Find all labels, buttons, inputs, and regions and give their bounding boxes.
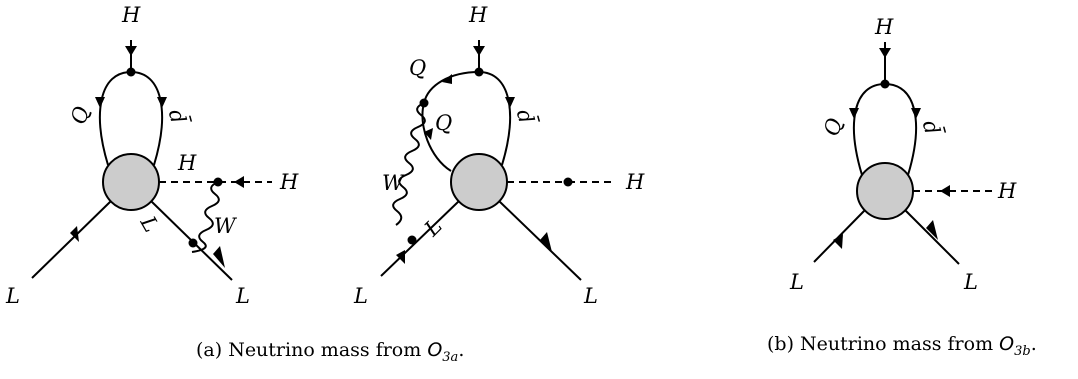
arrow-icon <box>940 185 950 197</box>
lepton-left-line <box>31 200 112 279</box>
arrow-icon <box>911 108 921 119</box>
label-q: Q <box>819 116 847 139</box>
label-dbar: d̄ <box>164 106 193 128</box>
dbar-loop-right <box>478 71 512 166</box>
vertex-dot <box>880 79 890 89</box>
label-h-external: H <box>279 170 299 194</box>
label-h-top: H <box>468 3 488 27</box>
vertex-dot <box>563 177 573 187</box>
lepton-left-line <box>380 200 460 277</box>
label-l-internal: L <box>135 211 163 236</box>
label-l-left: L <box>353 284 368 308</box>
q-inner-arc <box>421 102 452 172</box>
arrow-icon <box>95 97 105 108</box>
caption-b-prefix: (b) Neutrino mass from <box>767 333 999 355</box>
vertex-dot <box>126 67 136 77</box>
label-q: Q <box>66 104 94 127</box>
caption-b-operator: O <box>999 333 1014 355</box>
label-h-right: H <box>625 170 645 194</box>
label-l-right: L <box>235 284 250 308</box>
caption-b-subscript: 3b <box>1014 344 1031 359</box>
arrow-icon <box>70 226 79 242</box>
vertex-dot <box>474 67 484 77</box>
arrow-icon <box>157 97 167 108</box>
arrow-icon <box>234 176 244 188</box>
diagram-a1: H Q d̄ H H L W L L <box>5 3 299 308</box>
vertex-dot <box>419 98 429 108</box>
lepton-right-line <box>904 209 960 265</box>
arrow-icon <box>213 246 225 268</box>
label-l-left: L <box>5 284 20 308</box>
dbar-loop-right <box>884 83 918 176</box>
label-w: W <box>382 171 406 195</box>
label-w: W <box>214 214 238 238</box>
arrow-icon <box>442 74 452 84</box>
lepton-left-line <box>813 209 866 263</box>
diagram-b: H Q d̄ H L L <box>789 15 1017 294</box>
label-h-top: H <box>121 3 141 27</box>
w-boson-wavy-line <box>191 181 220 253</box>
arrow-icon <box>396 250 405 264</box>
arrow-icon <box>879 48 891 58</box>
arrow-icon <box>849 108 859 119</box>
arrow-icon <box>424 128 433 140</box>
label-h-top: H <box>874 15 894 39</box>
caption-b-suffix: . <box>1031 333 1037 355</box>
diagram-a2: H Q Q d̄ W L H L L <box>353 3 645 308</box>
caption-a: (a) Neutrino mass from O3a. <box>196 339 464 365</box>
arrow-icon <box>926 220 938 240</box>
caption-a-operator: O <box>427 339 442 361</box>
arrow-icon <box>833 234 843 249</box>
label-l-left: L <box>789 270 804 294</box>
w-boson-wavy-line <box>392 102 426 226</box>
dbar-loop-right <box>130 71 164 166</box>
arrow-icon <box>125 46 137 56</box>
q-loop-left <box>852 83 886 176</box>
arrow-icon <box>540 232 552 252</box>
label-q-inner: Q <box>435 111 452 135</box>
q-outer-arc <box>423 71 480 104</box>
caption-a-suffix: . <box>458 339 464 361</box>
caption-a-prefix: (a) Neutrino mass from <box>196 339 427 361</box>
label-l-right: L <box>963 270 978 294</box>
vertex-dot <box>407 235 417 245</box>
label-q-outer: Q <box>409 56 426 80</box>
vertex-dot <box>213 177 223 187</box>
vertex-dot <box>188 238 198 248</box>
label-dbar: d̄ <box>512 106 541 128</box>
label-l-right: L <box>583 284 598 308</box>
label-h-internal: H <box>177 151 197 175</box>
label-h-right: H <box>997 179 1017 203</box>
caption-b: (b) Neutrino mass from O3b. <box>767 333 1037 359</box>
label-dbar: d̄ <box>918 117 947 139</box>
arrow-icon <box>473 46 485 56</box>
q-loop-left <box>98 71 132 166</box>
arrow-icon <box>505 97 515 108</box>
caption-a-subscript: 3a <box>442 350 458 365</box>
lepton-right-line <box>498 200 582 281</box>
